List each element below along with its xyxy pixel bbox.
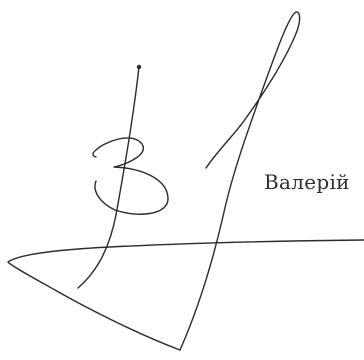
signer-name-text: Валерій	[264, 170, 350, 194]
